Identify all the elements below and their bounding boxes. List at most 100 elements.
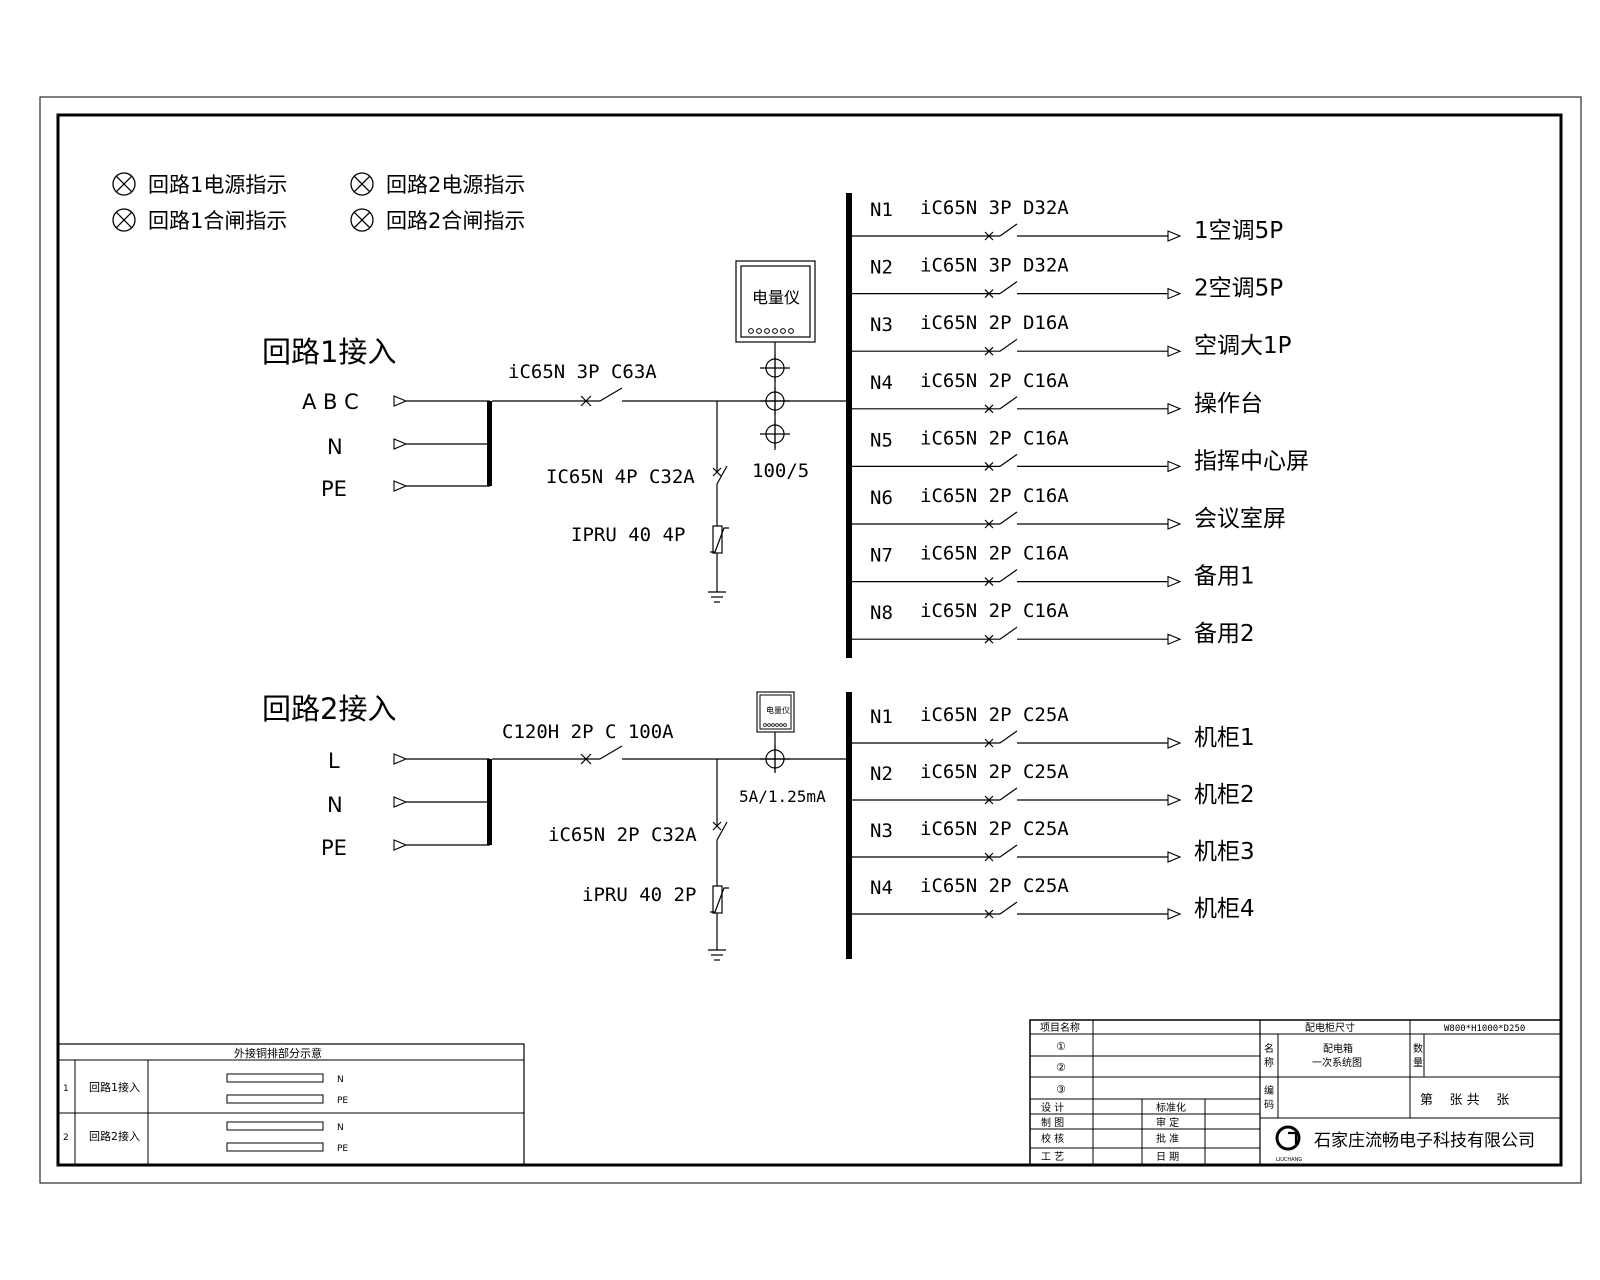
- circuit-2: 回路2接入 L N PE C120H 2P C 100A iC65N 2P C3…: [262, 691, 1255, 961]
- load-arrow-icon: [1167, 737, 1182, 749]
- sign-label: 日 期: [1156, 1151, 1179, 1163]
- busbar-bar-label: N: [337, 1075, 344, 1085]
- sign-label: 工 艺: [1041, 1151, 1064, 1163]
- circle-label: ③: [1056, 1083, 1066, 1096]
- distribution-busbar: [846, 193, 852, 658]
- indicator-label: 回路1合闸指示: [148, 209, 287, 233]
- input-label-n: N: [327, 435, 343, 459]
- branch-row: N5 iC65N 2P C16A 指挥中心屏: [852, 427, 1309, 474]
- branch-row: N1 iC65N 2P C25A 机柜1: [852, 704, 1255, 751]
- input-arrow-icon: [393, 395, 407, 407]
- branch-breaker-label: iC65N 2P C25A: [920, 704, 1069, 726]
- branch-load-label: 机柜1: [1194, 725, 1255, 751]
- indicator-lamp-icon: [112, 172, 136, 196]
- busbar-row-name: 回路1接入: [89, 1081, 140, 1094]
- circuit-2-title: 回路2接入: [262, 692, 396, 726]
- main-breaker-label: C120H 2P C 100A: [502, 721, 674, 743]
- load-arrow-icon: [1167, 345, 1182, 358]
- busbar-table-title: 外接铜排部分示意: [234, 1046, 322, 1060]
- branch-id: N7: [870, 545, 893, 567]
- branch-breaker-label: iC65N 3P D32A: [920, 197, 1069, 219]
- name-label: 名: [1264, 1042, 1274, 1055]
- branch-id: N4: [870, 372, 893, 394]
- branch-breaker-label: iC65N 2P C16A: [920, 543, 1069, 565]
- distribution-busbar: [846, 692, 852, 959]
- branch-load-label: 2空调5P: [1194, 276, 1283, 302]
- branch-row: N3 iC65N 2P D16A 空调大1P: [852, 312, 1292, 359]
- branch-id: N1: [870, 706, 893, 728]
- load-arrow-icon: [1167, 402, 1182, 415]
- name-label: 称: [1264, 1056, 1274, 1069]
- branch-id: N4: [870, 877, 893, 899]
- circuit-1-title: 回路1接入: [262, 335, 396, 369]
- company-logo: LIUCHANG: [1275, 1125, 1302, 1163]
- current-transformer-icon: [759, 353, 791, 383]
- branch-load-label: 机柜2: [1194, 782, 1255, 808]
- input-label-pe: PE: [321, 836, 347, 860]
- indicator-label: 回路1电源指示: [148, 173, 287, 197]
- company-name: 石家庄流畅电子科技有限公司: [1314, 1131, 1535, 1151]
- branch-load-label: 空调大1P: [1194, 333, 1292, 359]
- outer-frame: [39, 96, 1582, 1184]
- name-value: 配电箱: [1323, 1042, 1353, 1055]
- branch-breaker-label: iC65N 2P C16A: [920, 485, 1069, 507]
- load-arrow-icon: [1167, 230, 1182, 242]
- cabinet-size-value: W800*H1000*D250: [1444, 1024, 1525, 1034]
- branch-breaker-label: iC65N 2P D16A: [920, 312, 1069, 334]
- indicator-lamp-icon: [350, 208, 374, 232]
- current-transformer-icon: [759, 744, 791, 774]
- busbar-table: 外接铜排部分示意 1 回路1接入 N PE 2 回路2接入 N PE: [57, 1043, 525, 1166]
- sign-label: 标准化: [1156, 1101, 1186, 1114]
- meter-buttons: [763, 723, 787, 727]
- load-arrow-icon: [1167, 633, 1182, 646]
- current-transformer-icon: [759, 419, 791, 449]
- branch-load-label: 备用1: [1194, 564, 1255, 590]
- branch-load-label: 备用2: [1194, 621, 1255, 647]
- branch-breaker-label: iC65N 2P C16A: [920, 427, 1069, 449]
- branch-id: N3: [870, 820, 893, 842]
- branch-id: N5: [870, 429, 893, 451]
- input-busbar: [487, 759, 492, 845]
- spd-breaker-label: IC65N 4P C32A: [546, 466, 695, 488]
- load-arrow-icon: [1167, 908, 1182, 920]
- branch-breaker-label: iC65N 2P C25A: [920, 875, 1069, 897]
- indicator-lamp-icon: [350, 172, 374, 196]
- current-transformer-icon: [759, 386, 791, 416]
- cabinet-size-label: 配电柜尺寸: [1305, 1021, 1355, 1034]
- indicator-label: 回路2合闸指示: [386, 209, 525, 233]
- ct-ratio-label: 5A/1.25mA: [739, 787, 826, 806]
- branch-load-label: 指挥中心屏: [1194, 448, 1309, 474]
- branch-breaker-label: iC65N 3P D32A: [920, 255, 1069, 277]
- branch-id: N3: [870, 314, 893, 336]
- branch-id: N8: [870, 602, 893, 624]
- spd-label: IPRU 40 4P: [571, 524, 685, 546]
- sign-label: 审 定: [1156, 1116, 1179, 1129]
- input-label-pe: PE: [321, 477, 347, 501]
- code-label: 码: [1264, 1099, 1274, 1111]
- load-arrow-icon: [1167, 794, 1182, 806]
- busbar-row-name: 回路2接入: [89, 1130, 140, 1143]
- ground-icon: [707, 591, 727, 603]
- branch-load-label: 会议室屏: [1194, 506, 1286, 532]
- project-name-label: 项目名称: [1040, 1021, 1080, 1034]
- input-arrow-icon: [393, 753, 407, 765]
- spd-breaker-label: iC65N 2P C32A: [548, 824, 697, 846]
- sign-label: 设 计: [1041, 1101, 1064, 1114]
- input-arrow-icon: [393, 438, 407, 450]
- load-arrow-icon: [1167, 575, 1182, 588]
- input-label-l: L: [328, 749, 340, 773]
- spd-label: iPRU 40 2P: [582, 884, 696, 906]
- circuit-1: 回路1接入 A B C N PE iC65N 3P C63A IC65N 4P …: [262, 193, 1309, 658]
- power-meter-label: 电量仪: [752, 288, 800, 307]
- input-label-n: N: [327, 793, 343, 817]
- power-meter-label: 电量仪: [766, 705, 790, 715]
- quantity-label: 量: [1413, 1057, 1423, 1069]
